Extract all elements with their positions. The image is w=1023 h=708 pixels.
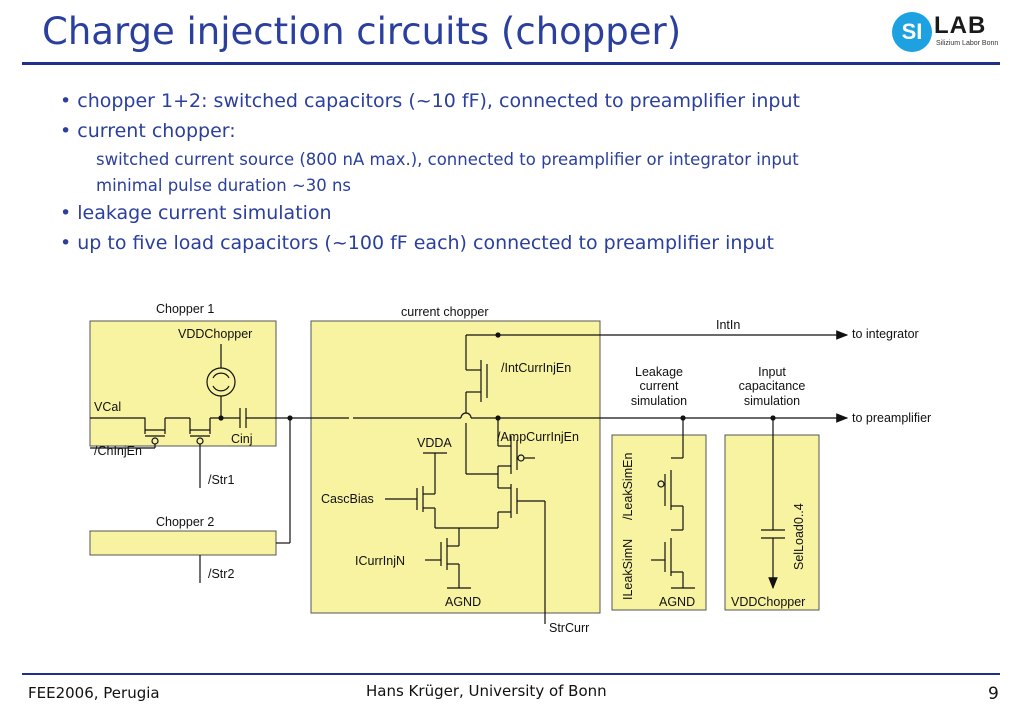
logo-mark: SI	[892, 12, 932, 52]
bullet-text: leakage current simulation	[77, 202, 332, 224]
bullet-list: • chopper 1+2: switched capacitors (~10 …	[60, 90, 800, 262]
chopper2-block	[89, 530, 277, 556]
bullet-item: • chopper 1+2: switched capacitors (~10 …	[60, 90, 800, 112]
footer-event: FEE2006, Perugia	[28, 684, 160, 702]
bullet-item: • leakage current simulation	[60, 202, 332, 224]
label-intcurrinjen: /IntCurrInjEn	[501, 361, 571, 375]
label-leaksimen: /LeakSimEn	[621, 453, 635, 520]
label-chopper2: Chopper 2	[156, 515, 214, 529]
label-input-3: simulation	[744, 394, 800, 408]
sub-bullet-item: minimal pulse duration ~30 ns	[96, 176, 352, 195]
label-str1: /Str1	[208, 473, 234, 487]
label-selload: SelLoad0..4	[792, 503, 806, 570]
leakage-block	[611, 434, 707, 611]
sub-bullet-item: switched current source (800 nA max.), c…	[96, 150, 799, 169]
label-chopper1: Chopper 1	[156, 302, 214, 316]
label-cinj: Cinj	[231, 432, 253, 446]
label-ileaksimn: ILeakSimN	[621, 539, 635, 600]
slide-title: Charge injection circuits (chopper)	[42, 10, 682, 53]
logo-subtitle: Silizium Labor Bonn	[936, 40, 999, 47]
label-leakage-3: simulation	[631, 394, 687, 408]
bullet-text: chopper 1+2: switched capacitors (~10 fF…	[77, 90, 800, 112]
label-strcurr: StrCurr	[549, 621, 589, 635]
page-number: 9	[988, 684, 999, 704]
label-icurrinjn: ICurrInjN	[355, 554, 405, 568]
label-chinjen: /ChInjEn	[94, 444, 142, 458]
label-input-2: capacitance	[739, 379, 806, 393]
chopper1-block	[89, 320, 277, 447]
bullet-item: • up to five load capacitors (~100 fF ea…	[60, 232, 774, 254]
footer-author: Hans Krüger, University of Bonn	[366, 682, 607, 700]
label-leakage-1: Leakage	[635, 365, 683, 379]
footer-rule	[22, 673, 1000, 675]
label-agnd-current: AGND	[445, 595, 481, 609]
label-to-preamplifier: to preamplifier	[852, 411, 931, 425]
charge-injection-schematic: Chopper 1 VDDChopper VCal /ChInjEn Cinj …	[89, 302, 931, 635]
logo-name: LAB	[934, 12, 987, 39]
label-leakage-2: current	[640, 379, 679, 393]
label-intin: IntIn	[716, 318, 740, 332]
label-input-1: Input	[758, 365, 786, 379]
bullet-text: up to five load capacitors (~100 fF each…	[77, 232, 774, 254]
label-agnd-leakage: AGND	[659, 595, 695, 609]
bullet-item: • current chopper:	[60, 120, 236, 142]
bullet-text: current chopper:	[77, 120, 236, 142]
label-ampcurrinjen: /AmpCurrInjEn	[497, 430, 579, 444]
label-str2: /Str2	[208, 567, 234, 581]
label-cascbias: CascBias	[321, 492, 374, 506]
title-rule	[22, 62, 1000, 65]
label-vdda: VDDA	[417, 436, 452, 450]
label-current-chopper: current chopper	[401, 305, 489, 319]
silab-logo: SI LAB Silizium Labor Bonn	[892, 12, 1002, 52]
label-vddchopper: VDDChopper	[178, 327, 252, 341]
label-to-integrator: to integrator	[852, 327, 919, 341]
label-vddchopper-load: VDDChopper	[731, 595, 805, 609]
label-vcal: VCal	[94, 400, 121, 414]
